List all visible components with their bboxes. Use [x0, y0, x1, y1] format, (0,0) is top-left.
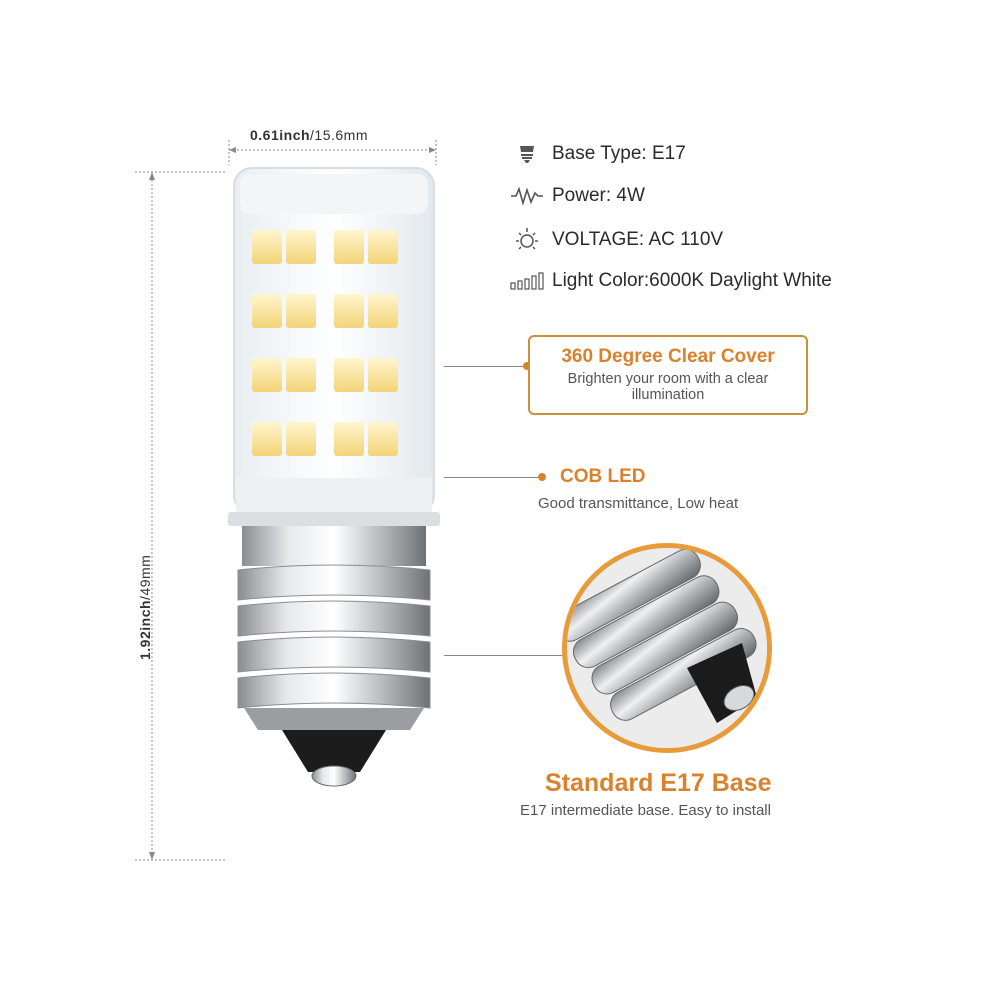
sun-icon	[510, 228, 544, 252]
led-chips	[252, 230, 398, 456]
width-mm: /15.6mm	[310, 127, 368, 143]
spec-power: Power: 4W	[510, 181, 645, 211]
base-icon	[510, 142, 544, 166]
power-wave-icon	[510, 184, 544, 208]
spec-light-color-text: Light Color:6000K Daylight White	[552, 270, 832, 291]
cob-led-title: COB LED	[560, 466, 646, 487]
spec-voltage-text: VOLTAGE: AC 110V	[552, 229, 724, 250]
spec-voltage: VOLTAGE: AC 110V	[510, 225, 723, 255]
spec-base-type: Base Type: E17	[510, 139, 686, 169]
height-dimension-label: 1.92inch/49mm	[137, 555, 153, 660]
spec-power-text: Power: 4W	[552, 185, 645, 206]
clear-cover-callout: 360 Degree Clear Cover Brighten your roo…	[528, 335, 808, 415]
e17-base-subtitle: E17 intermediate base. Easy to install	[520, 802, 771, 819]
width-inch: 0.61inch	[250, 127, 311, 143]
width-dimension-label: 0.61inch/15.6mm	[250, 127, 368, 143]
cob-led-dot	[538, 473, 546, 481]
cob-led-leader-line	[444, 477, 538, 478]
clear-cover-dot	[523, 362, 531, 370]
height-inch: 1.92inch	[137, 599, 153, 660]
e17-base-zoom-image	[562, 543, 772, 753]
color-bars-icon	[510, 269, 544, 293]
clear-cover-subtitle-line1: Brighten your room with a clear	[567, 371, 769, 387]
clear-cover-title: 360 Degree Clear Cover	[561, 346, 775, 367]
threaded-base-closeup	[567, 548, 767, 748]
e17-base-title: Standard E17 Base	[545, 769, 772, 797]
bulb-illustration	[228, 167, 440, 787]
spec-light-color: Light Color:6000K Daylight White	[510, 266, 832, 296]
clear-cover-subtitle-line2: illumination	[631, 387, 705, 403]
clear-cover-leader-line	[444, 366, 528, 367]
e17-base-leader-line	[444, 655, 566, 656]
cob-led-subtitle: Good transmittance, Low heat	[538, 495, 739, 512]
height-mm: /49mm	[137, 554, 153, 600]
spec-base-type-text: Base Type: E17	[552, 143, 686, 164]
